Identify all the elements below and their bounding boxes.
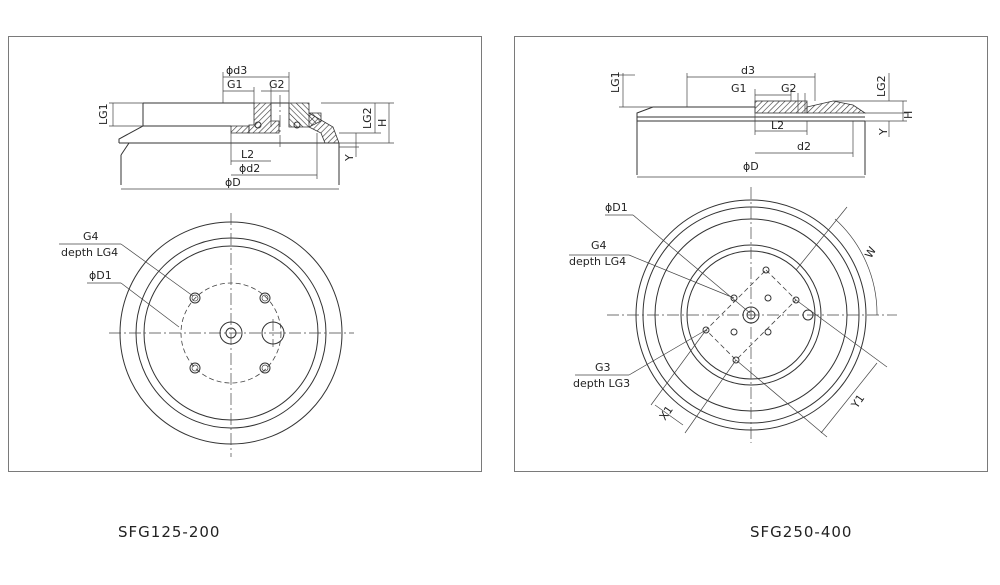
label-lg1: LG1 [97,103,110,125]
label-d3: d3 [741,64,755,77]
label-y: Y [877,128,890,136]
side-section-view [619,73,907,178]
label-h: H [902,111,915,119]
sfg125-200-drawing: ϕd3 G1 G2 L2 ϕd2 ϕD LG1 LG2 H Y G4 depth… [59,64,394,457]
label-g4: G4 [591,239,607,252]
label-g1: G1 [731,82,747,95]
caption-sfg250-400: SFG250-400 [750,523,853,541]
label-phi-d: ϕD [743,160,759,173]
label-phi-d1: ϕD1 [89,269,112,282]
front-view [59,213,354,457]
label-phi-d1: ϕD1 [605,201,628,214]
sfg250-400-drawing: d3 G1 G2 L2 d2 ϕD LG1 LG2 H Y [569,64,915,443]
label-g2: G2 [269,78,285,91]
label-lg1: LG1 [609,71,622,93]
label-depth-lg3: depth LG3 [573,377,630,390]
label-g1: G1 [227,78,243,91]
label-l2: L2 [771,119,784,132]
label-g2: G2 [781,82,797,95]
label-l2: L2 [241,148,254,161]
label-y: Y [343,154,356,162]
label-w: W [862,244,879,260]
label-h: H [376,119,389,127]
label-depth-lg4: depth LG4 [61,246,118,259]
label-g4: G4 [83,230,99,243]
side-section-view [109,72,394,190]
caption-sfg125-200: SFG125-200 [118,523,221,541]
label-lg2: LG2 [875,75,888,97]
label-d2: ϕd2 [239,162,260,175]
label-d3: ϕd3 [226,64,247,77]
label-lg2: LG2 [361,107,374,129]
label-depth-lg4: depth LG4 [569,255,626,268]
drawing-panel-sfg250-400: d3 G1 G2 L2 d2 ϕD LG1 LG2 H Y [514,36,988,472]
label-phi-d: ϕD [225,176,241,189]
front-view [569,187,897,443]
drawing-panel-sfg125-200: ϕd3 G1 G2 L2 ϕd2 ϕD LG1 LG2 H Y G4 depth… [8,36,482,472]
label-d2: d2 [797,140,811,153]
label-x1: X1 [657,403,676,422]
label-g3: G3 [595,361,611,374]
